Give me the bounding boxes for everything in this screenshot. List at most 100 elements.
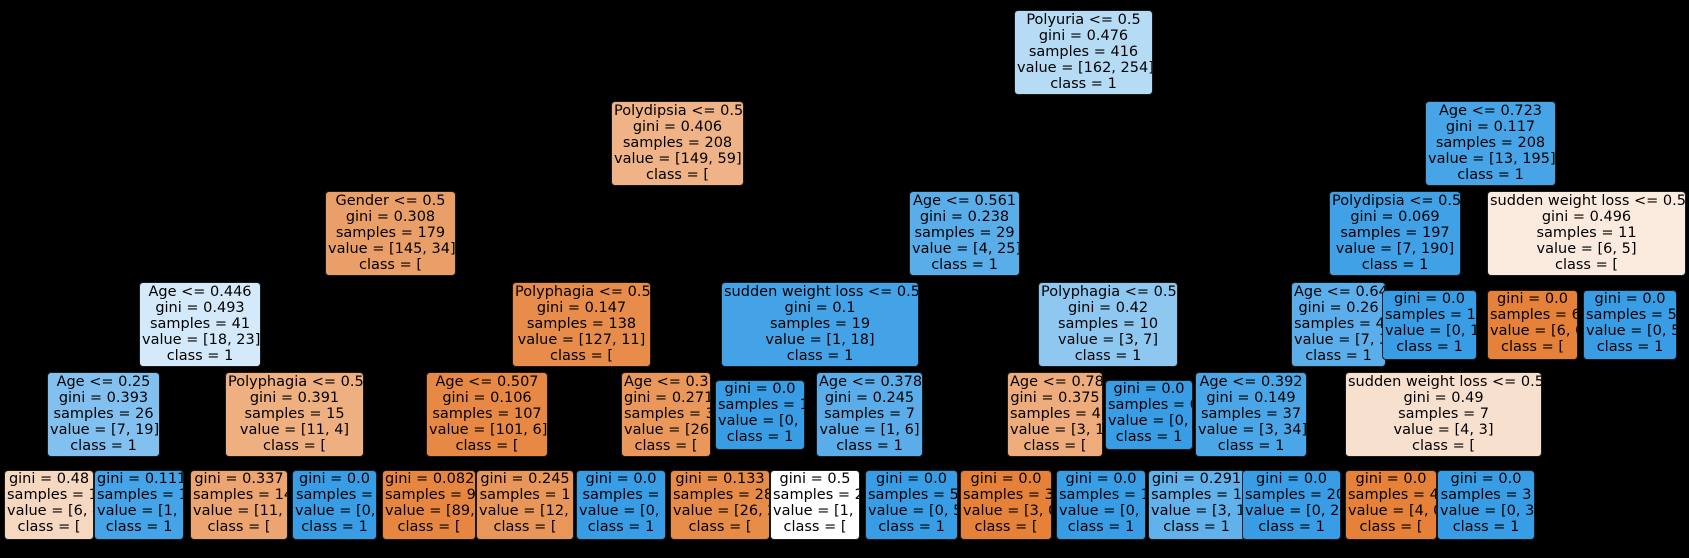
node-text-line: samples = 197: [1340, 225, 1450, 241]
node-text-line: gini = 0.391: [249, 390, 340, 406]
node-text-line: class = 1: [1217, 438, 1285, 454]
node-text-line: value = [1, 18]: [765, 332, 875, 348]
node-text-line: samples = 29: [914, 225, 1015, 241]
node-text-line: value = [7, 3: [1294, 332, 1386, 348]
node-text-line: Age <= 0.78: [1010, 374, 1103, 390]
node-text-line: value = [6, 5]: [1536, 241, 1637, 257]
node-text-line: samples = 208: [622, 135, 733, 151]
node-text-line: samples = 1: [1151, 487, 1242, 503]
node-text-line: gini = 0.0: [1394, 291, 1465, 307]
node-text-line: value = [4, 25]: [912, 241, 1020, 257]
node-text-line: gini = 0.0: [1113, 381, 1185, 397]
node-text-line: gini = 0.42: [1067, 300, 1149, 316]
node-text-line: value = [0, 6: [1108, 413, 1193, 429]
node-text-line: class = [: [262, 438, 327, 454]
node-text-line: class = [: [1023, 438, 1087, 454]
node-text-line: samples = 3: [1440, 487, 1532, 503]
node-text-line: samples = 1: [7, 487, 94, 503]
node-text-line: class = 1: [1258, 519, 1325, 535]
node-text-line: gini = 0.393: [58, 390, 149, 406]
node-text-line: sudden weight loss <= 0.5: [1348, 374, 1542, 390]
node-text-line: samples = 7: [824, 406, 915, 422]
node-text-line: class = 1: [1396, 339, 1463, 355]
node-text-line: value = [0, 15: [1385, 323, 1476, 339]
node-text-line: gini = 0.082: [385, 471, 475, 487]
node-text-line: class = [: [1554, 257, 1619, 273]
node-text-line: samples = 4: [1348, 487, 1437, 503]
node-text-line: value = [1, 1: [773, 503, 860, 519]
node-text-line: samples = 6: [1108, 397, 1193, 413]
node-text-line: value = [3, 34]: [1198, 422, 1307, 438]
node-text-line: Age <= 0.378: [819, 374, 923, 390]
node-text-line: samples = 208: [1435, 135, 1546, 151]
node-text-line: gini = 0.0: [1450, 471, 1522, 487]
node-text-line: gini = 0.0: [1355, 471, 1427, 487]
node-text-line: gini = 0.375: [1010, 390, 1100, 406]
node-text-line: sudden weight loss <= 0.5: [1490, 193, 1686, 209]
node-text-line: gini = 0.117: [1445, 119, 1536, 135]
node-text-line: samples = 9: [385, 487, 476, 503]
node-text-line: value = [7, 19]: [50, 422, 160, 438]
node-text-line: samples = 41: [149, 316, 251, 332]
node-text-line: samples = 4: [1294, 316, 1385, 332]
node-text-line: value = [1, 6]: [819, 422, 920, 438]
node-text-line: Age <= 0.723: [1438, 103, 1543, 119]
node-text-line: gini = 0.406: [632, 119, 723, 135]
node-text-line: value = [18, 23]: [142, 332, 261, 348]
node-text-line: class = 1: [931, 257, 998, 273]
node-text-line: samples = 138: [526, 316, 637, 332]
node-text-line: samples = 416: [1028, 44, 1139, 60]
node-text-line: class = 1: [786, 348, 854, 364]
node-text-line: value = [1, 1: [97, 503, 184, 519]
node-text-line: value = [89,: [385, 503, 475, 519]
node-text-line: value = [13, 195]: [1428, 151, 1556, 167]
node-text-line: samples = 20: [1245, 487, 1341, 503]
node-text-line: class = [: [1411, 438, 1476, 454]
node-text-line: gini = 0.26: [1298, 300, 1379, 316]
node-text-line: samples = 26: [53, 406, 154, 422]
node-text-line: value = [145, 34]: [328, 241, 456, 257]
node-text-line: samples = 10: [1057, 316, 1159, 332]
node-text-line: samples = 7: [1398, 406, 1489, 422]
node-text-line: Polyuria <= 0.5: [1026, 12, 1141, 28]
node-text-line: samples = 15: [244, 406, 345, 422]
node-text-line: value = [3, 1: [1010, 422, 1103, 438]
node-text-line: value = [3, 0: [963, 503, 1052, 519]
node-text-line: class = [: [549, 348, 614, 364]
node-text-line: value = [4, 3]: [1393, 422, 1494, 438]
node-text-line: value = [6, 0: [1490, 323, 1578, 339]
node-text-line: gini = 0.5: [779, 471, 851, 487]
node-text-line: samples = 28: [673, 487, 770, 503]
node-text-line: gini = 0.111: [97, 471, 184, 487]
node-text-line: class = [: [397, 519, 461, 535]
node-text-line: gini = 0.0: [1497, 291, 1568, 307]
node-text-line: class = 1: [1163, 519, 1230, 535]
node-text-line: class = 1: [1457, 167, 1524, 183]
node-text-line: samples = 11: [1536, 225, 1637, 241]
node-text-line: value = [12, 2: [479, 503, 574, 519]
node-text-line: class = 1: [878, 519, 945, 535]
node-text-line: gini = 0.0: [1256, 471, 1327, 487]
node-text-line: Polydipsia <= 0.5: [614, 103, 744, 119]
node-text-line: gini = 0.147: [536, 300, 627, 316]
node-text-line: samples = 1: [479, 487, 571, 503]
node-text-line: value = [11, 3: [193, 503, 288, 519]
node-text-line: gini = 0.0: [876, 471, 947, 487]
node-text-line: Age <= 0.507: [435, 374, 539, 390]
